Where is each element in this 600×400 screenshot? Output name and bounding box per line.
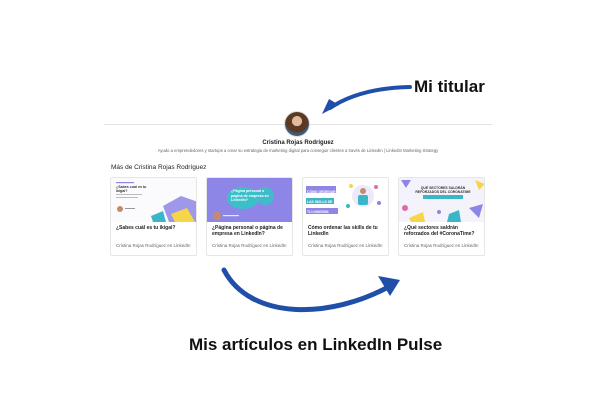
pulse-articles-annotation: Mis artículos en LinkedIn Pulse — [189, 335, 443, 354]
article-card-coronatime[interactable]: QUÉ SECTORES SALDRÁN REFORZADOS DEL CORO… — [398, 177, 485, 256]
article-title[interactable]: ¿Página personal o página de empresa en … — [212, 225, 283, 237]
article-author: Cristina Rojas Rodríguez en LinkedIn — [212, 243, 287, 248]
article-thumbnail: ¿Sabes cuál es tu ikigai? — [111, 178, 196, 222]
article-cards: ¿Sabes cuál es tu ikigai? ¿Sabes cuál es… — [110, 177, 486, 257]
article-thumbnail: QUÉ SECTORES SALDRÁN REFORZADOS DEL CORO… — [399, 178, 484, 222]
article-thumbnail: CÓMO ORDENAR LAS SKILLS DE TU LINKEDIN — [303, 178, 388, 222]
article-card-skills[interactable]: CÓMO ORDENAR LAS SKILLS DE TU LINKEDIN C… — [302, 177, 389, 256]
coronatime-thumbnail-graphic — [401, 180, 484, 222]
article-title[interactable]: Cómo ordenar las skills de tu LinkedIn — [308, 225, 378, 237]
bottom-arrowhead-icon — [378, 276, 400, 296]
ikigai-thumbnail-graphic — [116, 182, 196, 222]
top-arrowhead-icon — [322, 99, 339, 114]
thumbnail-text: ¿Página personal o página de empresa en … — [231, 189, 269, 203]
article-card-ikigai[interactable]: ¿Sabes cuál es tu ikigai? ¿Sabes cuál es… — [110, 177, 197, 256]
bottom-arrow-icon — [221, 267, 395, 313]
pagina-thumbnail-graphic — [213, 187, 274, 220]
article-author: Cristina Rojas Rodríguez en LinkedIn — [308, 243, 383, 248]
article-author: Cristina Rojas Rodríguez en LinkedIn — [404, 243, 479, 248]
top-arrow-icon — [328, 85, 412, 110]
profile-headline: Ayudo a emprendedores y startups a crear… — [157, 148, 439, 153]
article-title[interactable]: ¿Sabes cuál es tu ikigai? — [116, 225, 176, 231]
more-articles-title: Más de Cristina Rojas Rodríguez — [111, 164, 207, 171]
skills-thumbnail-graphic — [306, 184, 381, 214]
article-title[interactable]: ¿Qué sectores saldrán reforzados del #Co… — [404, 225, 475, 237]
thumbnail-text: ¿Sabes cuál es tu ikigai? — [116, 185, 147, 193]
avatar[interactable] — [285, 112, 309, 136]
thumbnail-text: QUÉ SECTORES SALDRÁN REFORZADOS DEL CORO… — [415, 186, 471, 195]
article-thumbnail: ¿Página personal o página de empresa en … — [207, 178, 292, 222]
thumbnail-text: CÓMO ORDENAR LAS SKILLS DE TU LINKEDIN — [307, 190, 336, 214]
article-author: Cristina Rojas Rodríguez en LinkedIn — [116, 243, 191, 248]
profile-name[interactable]: Cristina Rojas Rodríguez — [262, 140, 334, 146]
headline-annotation: Mi titular — [414, 77, 485, 96]
article-card-pagina[interactable]: ¿Página personal o página de empresa en … — [206, 177, 293, 256]
